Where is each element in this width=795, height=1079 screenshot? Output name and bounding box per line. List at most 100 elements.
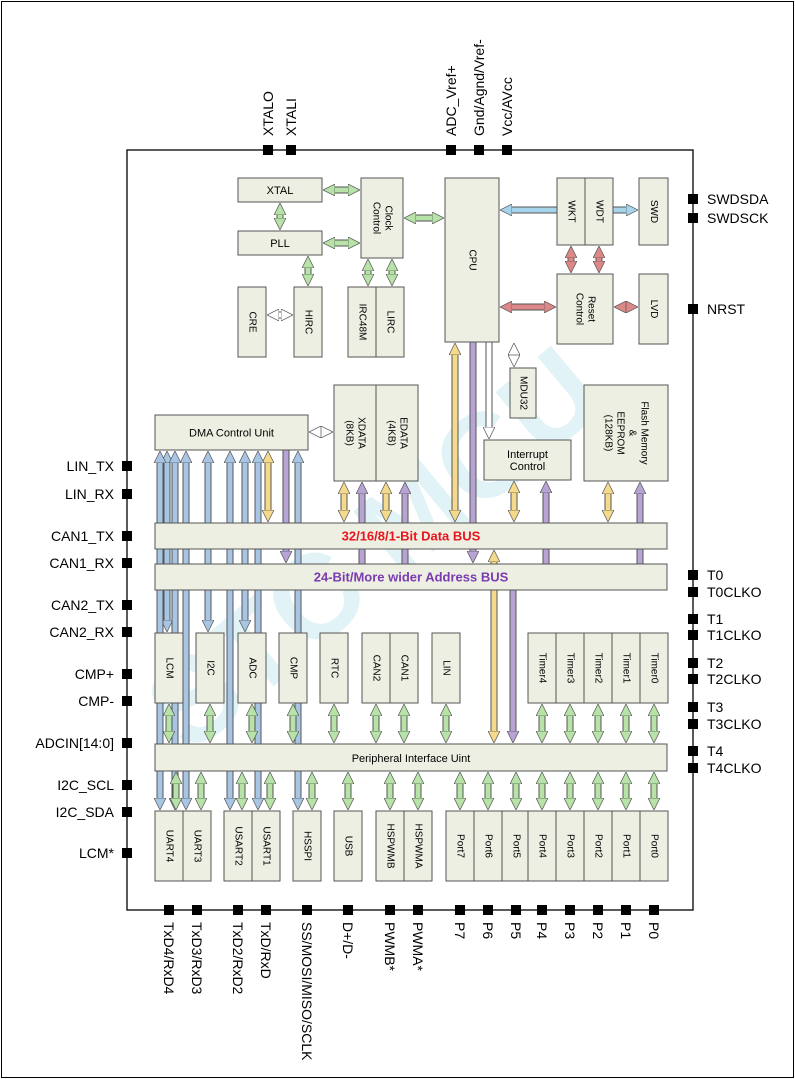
- right-t0-pin: [688, 570, 698, 580]
- peripheral-interface-unit-label: Peripheral Interface Uint: [352, 753, 471, 765]
- left-i2c_scl-pin: [122, 780, 132, 790]
- cmp-block-label: CMP: [288, 657, 299, 680]
- uart4-block-label: UART4: [164, 830, 175, 863]
- flash-eeprom-block-label: &: [627, 430, 638, 437]
- bottom-dpm-pin: [343, 905, 353, 915]
- timer3-block-label: Timer3: [565, 653, 576, 684]
- right-t3-pin: [688, 702, 698, 712]
- usart2-block-label: USART2: [233, 826, 244, 866]
- bottom-p1-pin: [621, 905, 631, 915]
- can1-block: CAN1: [389, 632, 419, 704]
- left-adcin-label: ADCIN[14:0]: [35, 735, 114, 751]
- lvd-block-label: LVD: [648, 300, 659, 319]
- port1-block: Port1: [611, 810, 641, 882]
- address-bus-label: 24-Bit/More wider Address BUS: [314, 570, 509, 585]
- left-lin_rx-label: LIN_RX: [65, 486, 115, 502]
- right-t0clko-label: T0CLKO: [707, 584, 762, 600]
- xtal-block: XTAL: [237, 177, 323, 203]
- edata-block-label: EDATA: [398, 417, 409, 449]
- interrupt-control-block-label: Interrupt: [507, 449, 548, 461]
- bottom-txd3-pin: [192, 905, 202, 915]
- i2c-block-label: I2C: [205, 660, 216, 676]
- right-t1clko-pin: [688, 630, 698, 640]
- uart3-block: UART3: [182, 810, 212, 882]
- right-t1-label: T1: [707, 611, 724, 627]
- hspwmb-block-label: HSPWMB: [385, 824, 396, 869]
- right-t0clko-pin: [688, 587, 698, 597]
- port1-block-label: Port1: [621, 834, 632, 858]
- hirc-block-label: HIRC: [303, 310, 314, 334]
- right-t3clko-pin: [688, 719, 698, 729]
- lcm-block-label: LCM: [164, 657, 175, 678]
- flash-eeprom-block-label: Flash Memory: [639, 401, 650, 464]
- clock-control-block-label: Clock: [383, 205, 394, 231]
- uart3-block-label: UART3: [192, 830, 203, 863]
- left-i2c_scl-label: I2C_SCL: [57, 777, 114, 793]
- lin-block-label: LIN: [441, 660, 452, 676]
- right-t2clko-pin: [688, 674, 698, 684]
- i2c-block: I2C: [195, 632, 225, 704]
- timer4-block: Timer4: [527, 632, 557, 704]
- bottom-pwma-label: PWMA*: [410, 922, 426, 972]
- right-t4clko-pin: [688, 763, 698, 773]
- bottom-p0-pin: [649, 905, 659, 915]
- bottom-p0-label: P0: [646, 922, 662, 939]
- hirc-block: HIRC: [293, 286, 323, 358]
- left-can2_tx-label: CAN2_TX: [51, 597, 115, 613]
- top-gnd-label: Gnd/Agnd/Vref-: [471, 39, 487, 136]
- right-t1clko-label: T1CLKO: [707, 627, 762, 643]
- top-xtali-label: XTALI: [283, 98, 299, 136]
- irc48m-block: IRC48M: [347, 286, 377, 358]
- hsspi-block: HSSPI: [292, 810, 322, 882]
- left-can1_tx-pin: [122, 531, 132, 541]
- port4-block: Port4: [527, 810, 557, 882]
- adc-block-label: ADC: [247, 657, 258, 678]
- pll-block: PLL: [237, 230, 323, 256]
- can2-block: CAN2: [361, 632, 391, 704]
- bottom-p6-pin: [483, 905, 493, 915]
- right-t4-pin: [688, 746, 698, 756]
- bottom-p4-pin: [537, 905, 547, 915]
- xtal-block-label: XTAL: [267, 185, 294, 197]
- top-vcc-label: Vcc/AVcc: [499, 77, 515, 136]
- flash-eeprom-block-label: (128KB): [603, 415, 614, 452]
- wdt-block: WDT: [584, 177, 614, 246]
- left-adcin-pin: [122, 738, 132, 748]
- right-t2-pin: [688, 658, 698, 668]
- xdata-block-label: (8KB): [344, 420, 355, 446]
- uart4-block: UART4: [154, 810, 184, 882]
- usb-block: USB: [333, 810, 363, 882]
- wdt-block-label: WDT: [594, 200, 605, 223]
- can1-block-label: CAN1: [399, 655, 410, 682]
- top-adc_vref-pin: [446, 145, 456, 155]
- dma-control-block: DMA Control Unit: [154, 414, 309, 451]
- lvd-block: LVD: [638, 273, 669, 345]
- reset-control-block-label: Control: [574, 293, 585, 325]
- timer2-block: Timer2: [583, 632, 613, 704]
- left-cmp_plus-label: CMP+: [75, 666, 114, 682]
- left-lcm-label: LCM*: [79, 845, 115, 861]
- bottom-p1-label: P1: [618, 922, 634, 939]
- left-cmp_plus-pin: [122, 669, 132, 679]
- bottom-txd3-label: TxD3/RxD3: [189, 922, 205, 995]
- right-t3-label: T3: [707, 699, 724, 715]
- left-lin_rx-pin: [122, 489, 132, 499]
- port0-block: Port0: [639, 810, 669, 882]
- hspwmb-block: HSPWMB: [375, 810, 405, 882]
- bottom-ss-pin: [302, 905, 312, 915]
- lin-block: LIN: [431, 632, 461, 704]
- edata-block-label: (4KB): [386, 420, 397, 446]
- port6-block: Port6: [473, 810, 503, 882]
- bottom-p4-label: P4: [534, 922, 550, 939]
- top-xtalo-pin: [263, 145, 273, 155]
- address-bus: 24-Bit/More wider Address BUS: [154, 563, 668, 591]
- bottom-p7-pin: [455, 905, 465, 915]
- bottom-p6-label: P6: [480, 922, 496, 939]
- timer0-block-label: Timer0: [649, 653, 660, 684]
- data-bus: 32/16/8/1-Bit Data BUS: [154, 522, 668, 550]
- hsspi-block-label: HSSPI: [302, 831, 313, 861]
